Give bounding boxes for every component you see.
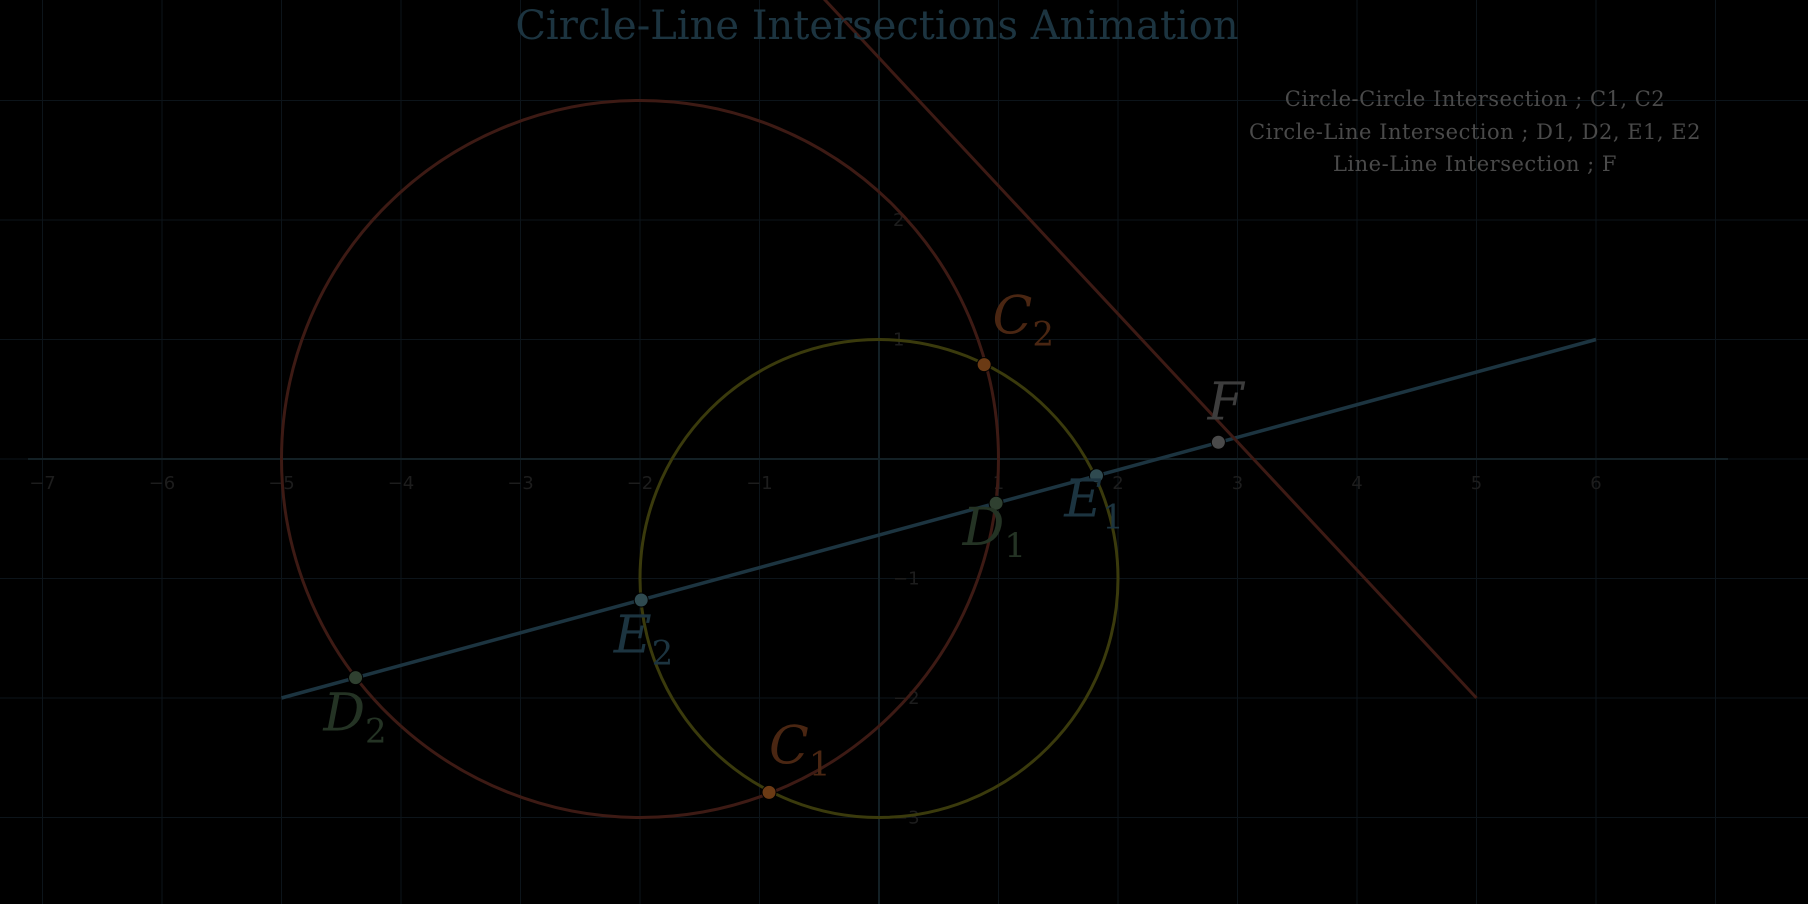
circle-2 — [638, 338, 1120, 819]
point-C1-label: C1 — [769, 717, 830, 785]
coordinate-axes — [28, 0, 1728, 904]
x-tick-label: −1 — [746, 473, 773, 494]
x-tick-label: −6 — [149, 473, 176, 494]
point-D2-label: D2 — [322, 683, 386, 751]
line-red — [822, 0, 1478, 700]
y-tick-label: −1 — [893, 569, 920, 590]
point-D1-dot — [988, 495, 1004, 511]
point-D1-label: D1 — [962, 498, 1026, 566]
point-F-dot — [1210, 434, 1226, 450]
x-tick-label: −2 — [627, 473, 654, 494]
legend: Circle-Circle Intersection ; C1, C2 Circ… — [1249, 87, 1701, 176]
y-tick-label: 2 — [893, 210, 904, 231]
point-C2-dot — [976, 357, 992, 373]
legend-circle-circle: Circle-Circle Intersection ; C1, C2 — [1285, 87, 1665, 111]
x-tick-label: 3 — [1232, 473, 1243, 494]
y-tick-label: −3 — [893, 808, 920, 829]
point-E2-label: E2 — [613, 606, 674, 674]
x-tick-label: −3 — [507, 473, 534, 494]
circle-1 — [280, 99, 1000, 819]
x-tick-label: 5 — [1471, 473, 1482, 494]
point-F-label: F — [1207, 373, 1246, 433]
x-tick-label: 4 — [1351, 473, 1362, 494]
x-tick-label: −4 — [388, 473, 415, 494]
line-blue — [281, 337, 1597, 700]
point-C1-dot — [761, 784, 777, 800]
point-D2-dot — [348, 670, 364, 686]
point-E1-dot — [1088, 468, 1104, 484]
point-E1-label: E1 — [1063, 469, 1124, 537]
legend-line-line: Line-Line Intersection ; F — [1333, 152, 1617, 176]
x-tick-label: −7 — [29, 473, 56, 494]
point-E2-dot — [633, 592, 649, 608]
x-tick-label: 2 — [1112, 473, 1123, 494]
geometry-shapes — [280, 0, 1597, 819]
point-C2-label: C2 — [993, 287, 1054, 355]
legend-circle-line: Circle-Line Intersection ; D1, D2, E1, E… — [1249, 120, 1701, 144]
x-tick-label: 6 — [1590, 473, 1601, 494]
page-title: Circle-Line Intersections Animation — [515, 3, 1238, 49]
